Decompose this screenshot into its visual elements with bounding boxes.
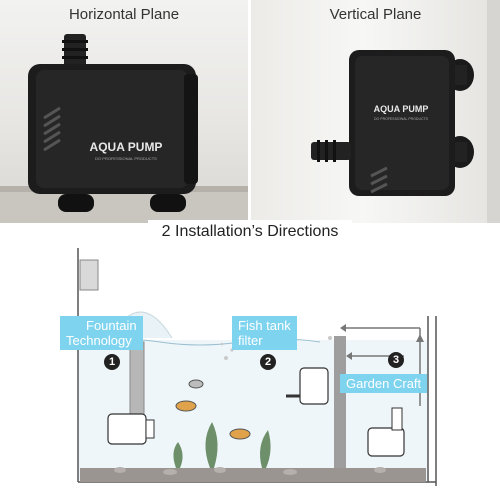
caption-bar: 2 Installation’s Directions — [0, 218, 500, 246]
pump-brand-text: AQUA PUMP — [90, 140, 163, 154]
installation-directions-caption: 2 Installation’s Directions — [147, 220, 353, 244]
pump-brand-subtext: DO PROFESSIONAL PRODUCTS — [95, 156, 157, 161]
vertical-pump-illustration: AQUA PUMP DO PROFESSIONAL PRODUCTS — [311, 0, 500, 223]
vertical-plane-panel: Vertical Plane AQUA PUMP DO PROFESSIONAL… — [251, 0, 500, 223]
garden-craft-label: Garden Craft — [340, 374, 428, 393]
pump-brand-text-vertical: AQUA PUMP — [374, 104, 429, 114]
pump-brand-subtext-vertical: DO PROFESSIONAL PRODUCTS — [374, 117, 429, 121]
installation-diagram: Fountain Technology 1 Fish tank filter 2… — [0, 246, 500, 500]
horizontal-pump-illustration: AQUA PUMP DO PROFESSIONAL PRODUCTS — [0, 34, 248, 223]
fish-tank-filter-line2: filter — [238, 333, 263, 348]
step-number-3: 3 — [388, 352, 404, 368]
fish-tank-filter-label: Fish tank filter — [232, 316, 297, 350]
garden-craft-line1: Garden Craft — [346, 376, 422, 391]
fountain-technology-line1: Fountain — [86, 318, 137, 333]
fish-tank-filter-line1: Fish tank — [238, 318, 291, 333]
step-number-2: 2 — [260, 354, 276, 370]
horizontal-plane-panel: Horizontal Plane AQUA PUMP DO PROFESSION… — [0, 0, 248, 223]
vertical-plane-title: Vertical Plane — [329, 6, 422, 23]
fountain-technology-line2: Technology — [66, 333, 132, 348]
tank-diagram — [77, 248, 437, 486]
step-number-1: 1 — [104, 354, 120, 370]
fountain-technology-label: Fountain Technology — [60, 316, 143, 350]
horizontal-plane-title: Horizontal Plane — [68, 6, 180, 23]
